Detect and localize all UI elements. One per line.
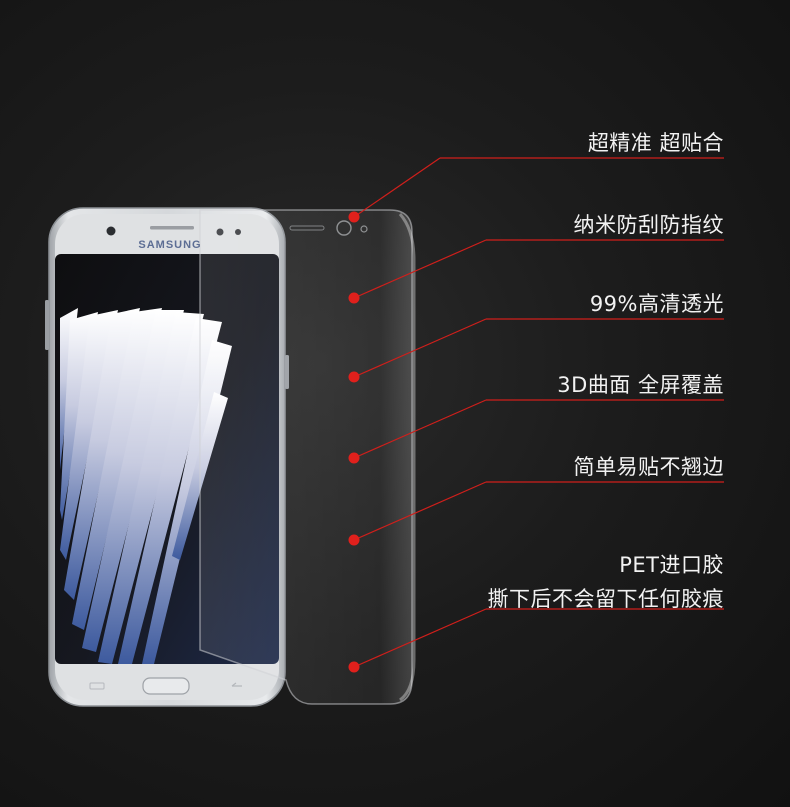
back-key — [231, 682, 242, 687]
feature-label-anti-scratch: 纳米防刮防指纹 — [573, 213, 724, 237]
film-curved-edge — [398, 213, 416, 702]
callout-dot — [348, 211, 360, 223]
phone-side-button — [45, 300, 49, 350]
film-sensor-cutout — [360, 225, 368, 233]
film-outline — [199, 209, 413, 705]
callout-line — [353, 318, 487, 378]
screen-wallpaper — [60, 308, 232, 664]
wallpaper-stripe — [118, 318, 222, 664]
callout-dot — [348, 292, 360, 304]
callout-line — [353, 608, 487, 668]
earpiece — [150, 226, 194, 230]
front-camera — [106, 226, 116, 236]
feature-label-easy-apply: 简单易贴不翘边 — [573, 455, 724, 479]
callout-line — [353, 157, 441, 218]
film-camera-cutout — [336, 220, 352, 236]
feature-line-2: 撕下后不会留下任何胶痕 — [487, 587, 724, 611]
feature-line-1: PET进口胶 — [619, 553, 724, 577]
callout-line — [353, 399, 487, 459]
callout-line — [353, 239, 487, 299]
callout-dot — [348, 534, 360, 546]
home-button — [142, 677, 190, 695]
phone-brand-logo: SAMSUNG — [138, 239, 201, 251]
feature-label-precision: 超精准 超贴合 — [587, 131, 724, 155]
feature-label-transparency: 99%高清透光 — [589, 292, 724, 316]
callout-dot — [348, 371, 360, 383]
callout-dot — [348, 661, 360, 673]
wallpaper-stripe — [98, 312, 204, 664]
callout-dot — [348, 452, 360, 464]
film-earpiece-cutout — [289, 225, 325, 231]
feature-label-pet-adhesive: PET进口胶 撕下后不会留下任何胶痕 — [488, 548, 725, 616]
callout-line — [353, 481, 487, 541]
feature-label-3d-coverage: 3D曲面 全屏覆盖 — [557, 373, 724, 397]
screen-protector-film — [199, 209, 416, 705]
recent-apps-key — [89, 682, 105, 690]
callouts — [348, 157, 724, 673]
